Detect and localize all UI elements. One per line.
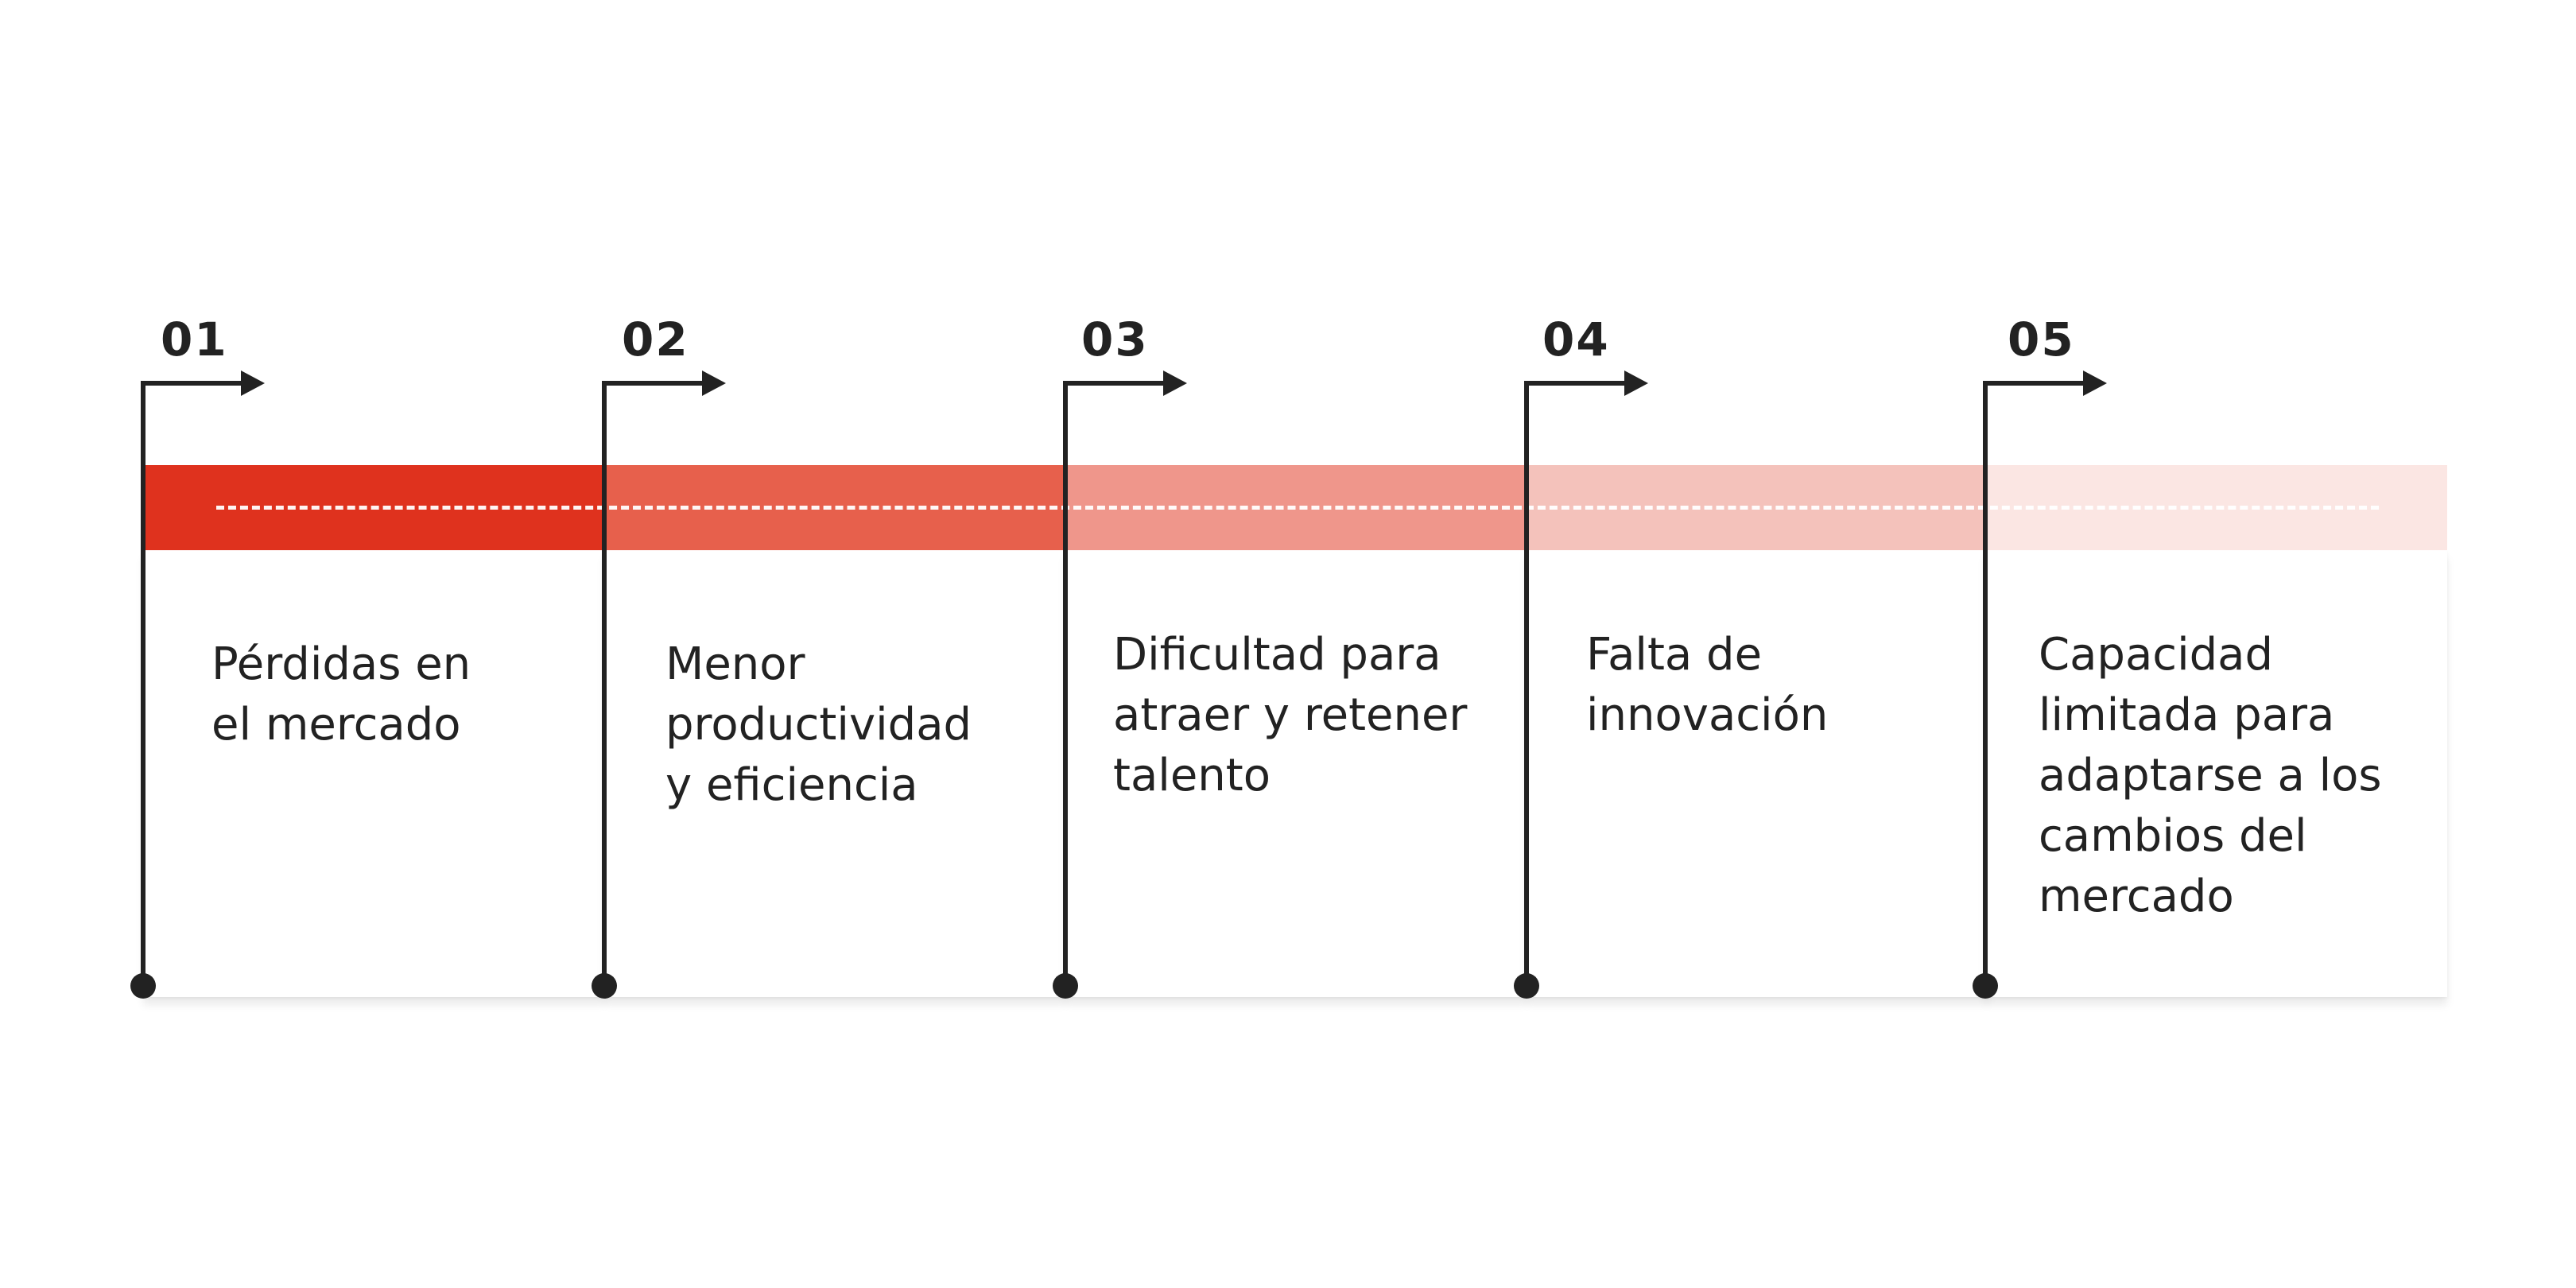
step-4-number: 04 — [1542, 312, 1610, 367]
dashed-connector-line — [216, 506, 2379, 510]
step-1-dot — [130, 973, 156, 999]
step-1-stem — [141, 381, 145, 985]
step-3-card — [1065, 550, 1527, 997]
step-2-arrow-icon — [702, 370, 726, 396]
step-5-number: 05 — [2008, 312, 2075, 367]
step-4-card — [1527, 550, 1988, 997]
step-4-label: Falta de innovación — [1586, 629, 1829, 741]
step-5-card — [1985, 550, 2447, 997]
step-3-arrow-icon — [1163, 370, 1187, 396]
step-2-number: 02 — [622, 312, 689, 367]
step-1-flag-bar — [141, 381, 244, 386]
step-1-arrow-icon — [241, 370, 265, 396]
step-3-number: 03 — [1081, 312, 1149, 367]
step-3-dot — [1053, 973, 1078, 999]
step-2-card — [604, 550, 1066, 997]
step-5-stem — [1983, 381, 1988, 985]
step-5-arrow-icon — [2083, 370, 2107, 396]
step-1-label: Pérdidas en el mercado — [211, 638, 471, 751]
step-2-flag-bar — [602, 381, 705, 386]
step-4-arrow-icon — [1624, 370, 1648, 396]
step-3-flag-bar — [1063, 381, 1166, 386]
step-1-card — [143, 550, 605, 997]
step-2-dot — [592, 973, 617, 999]
step-5-label: Capacidad limitada para adaptarse a los … — [2039, 629, 2382, 922]
step-5-flag-bar — [1983, 381, 2086, 386]
step-5-dot — [1973, 973, 1998, 999]
step-1-number: 01 — [161, 312, 228, 367]
step-3-label: Dificultad para atraer y retener talento — [1113, 629, 1468, 801]
step-4-stem — [1524, 381, 1529, 985]
step-4-flag-bar — [1524, 381, 1627, 386]
step-2-stem — [602, 381, 607, 985]
step-2-label: Menor productividad y eficiencia — [665, 638, 972, 811]
step-3-stem — [1063, 381, 1068, 985]
step-4-dot — [1514, 973, 1539, 999]
